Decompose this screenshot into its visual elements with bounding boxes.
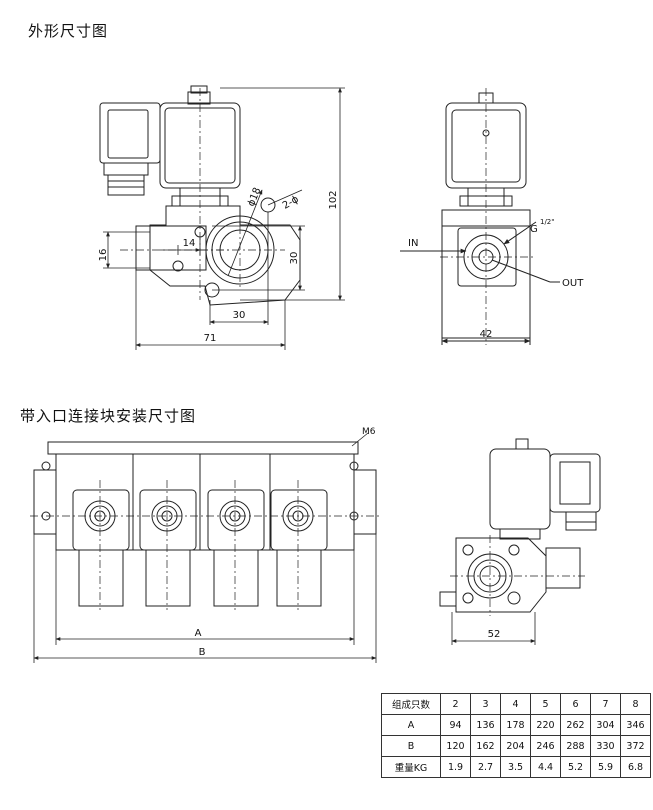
spec-table: 组成只数 2 3 4 5 6 7 8 A 94 136 178 220 262 … (381, 693, 651, 778)
dim-52-label: 52 (488, 629, 501, 640)
table-row: 重量KG 1.9 2.7 3.5 4.4 5.2 5.9 6.8 (381, 756, 651, 778)
row-label-cell: B (381, 735, 441, 757)
side-view-valve (400, 88, 560, 345)
value-cell: 372 (620, 735, 651, 757)
value-cell: 120 (440, 735, 471, 757)
value-cell: 136 (470, 714, 501, 736)
m6-label: M6 (362, 427, 376, 437)
value-cell: 5.9 (590, 756, 621, 778)
dim-16-label: 16 (98, 249, 109, 262)
value-cell: 204 (500, 735, 531, 757)
value-cell: 5.2 (560, 756, 591, 778)
count-cell: 4 (500, 693, 531, 715)
value-cell: 6.8 (620, 756, 651, 778)
table-row: B 120 162 204 246 288 330 372 (381, 735, 651, 757)
manifold-valve-2 (139, 480, 197, 610)
dim-42-label: 42 (480, 329, 493, 340)
count-cell: 6 (560, 693, 591, 715)
row-label-cell: A (381, 714, 441, 736)
table-header-cell: 组成只数 (381, 693, 441, 715)
port-out-label: OUT (562, 278, 584, 289)
count-cell: 7 (590, 693, 621, 715)
value-cell: 246 (530, 735, 561, 757)
thread-g-label: G (530, 224, 538, 235)
row-label-cell: 重量KG (381, 756, 441, 778)
count-cell: 2 (440, 693, 471, 715)
block-install-heading: 带入口连接块安装尺寸图 (20, 407, 197, 425)
technical-drawing: 102 16 14 30 30 71 ϕ18 2-ϕ IN OUT 42 (30, 85, 601, 663)
value-cell: 4.4 (530, 756, 561, 778)
dim-a-label: A (195, 628, 202, 639)
front-view-valve (99, 85, 301, 306)
manifold-valve-3 (207, 480, 265, 610)
dim-71-label: 71 (204, 333, 217, 344)
dim-b-label: B (199, 647, 206, 658)
manifold-labels: A B M6 (195, 427, 376, 658)
manifold-front-view (30, 432, 380, 663)
manifold-valve-4 (270, 480, 328, 610)
manifold-side-view (439, 438, 601, 645)
value-cell: 94 (440, 714, 471, 736)
table-row: A 94 136 178 220 262 304 346 (381, 714, 651, 736)
outline-dimension-heading: 外形尺寸图 (28, 22, 109, 40)
value-cell: 220 (530, 714, 561, 736)
value-cell: 330 (590, 735, 621, 757)
value-cell: 288 (560, 735, 591, 757)
value-cell: 2.7 (470, 756, 501, 778)
dim-30-vertical-label: 30 (289, 252, 300, 265)
value-cell: 1.9 (440, 756, 471, 778)
dim-102-label: 102 (328, 190, 339, 209)
side-view-labels: IN OUT 42 G 1/2" (408, 218, 584, 340)
table-row: 组成只数 2 3 4 5 6 7 8 (381, 693, 651, 715)
front-view-labels: 102 16 14 30 30 71 ϕ18 2-ϕ (98, 186, 339, 344)
value-cell: 304 (590, 714, 621, 736)
dim-14-label: 14 (183, 238, 196, 249)
count-cell: 5 (530, 693, 561, 715)
front-view-dimensions (103, 87, 345, 350)
value-cell: 162 (470, 735, 501, 757)
count-cell: 8 (620, 693, 651, 715)
value-cell: 262 (560, 714, 591, 736)
dim-30-horizontal-label: 30 (233, 310, 246, 321)
port-in-label: IN (408, 238, 418, 249)
thread-size-label: 1/2" (540, 218, 555, 226)
dim-2-dia-label: 2-ϕ (281, 194, 301, 212)
value-cell: 178 (500, 714, 531, 736)
value-cell: 3.5 (500, 756, 531, 778)
value-cell: 346 (620, 714, 651, 736)
count-cell: 3 (470, 693, 501, 715)
manifold-valve-1 (72, 480, 130, 610)
